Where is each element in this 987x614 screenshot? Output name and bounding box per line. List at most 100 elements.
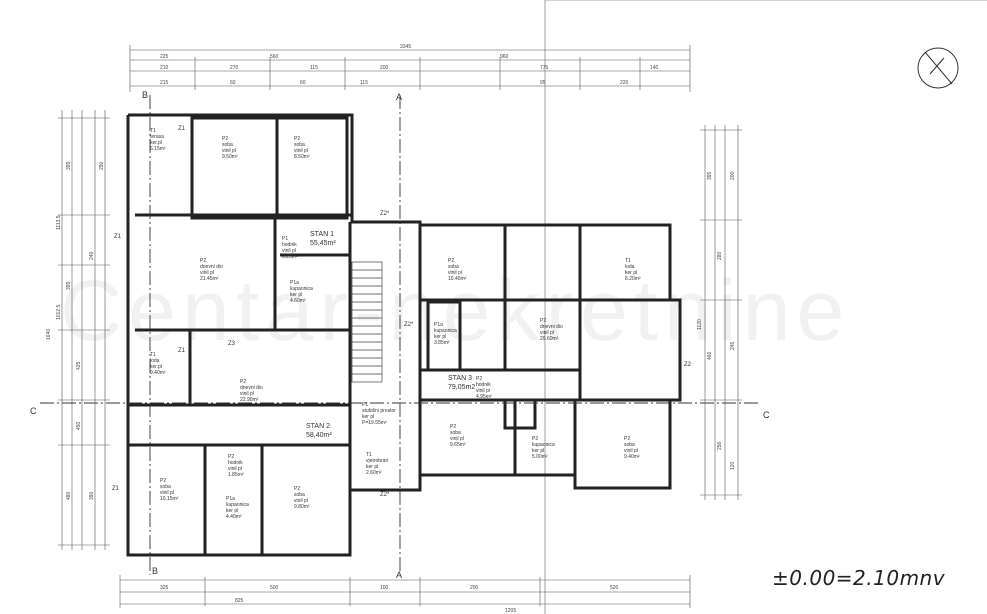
room-label-line: P=19.55m²	[362, 420, 387, 426]
wall-label: Z1	[112, 486, 120, 492]
room-label-line: 10.15m²	[160, 496, 179, 502]
dimension-value: 210	[160, 65, 169, 71]
section-mark-b-bottom: B	[152, 566, 158, 576]
room-label-line: vinil pl	[448, 270, 462, 276]
room-label-line: ker pl	[625, 270, 637, 276]
dimension-value: 460	[707, 351, 713, 360]
room-label-line: 9.65m²	[450, 442, 466, 448]
dimension-value: 395	[66, 281, 72, 290]
apartment-label-stan-2: STAN 2 58,40m²	[306, 423, 332, 439]
room-label-line: 4.40m²	[226, 514, 242, 520]
room-label-line: ker pl	[532, 448, 544, 454]
dimension-value: 95	[540, 80, 546, 86]
dimension-value: 270	[230, 65, 239, 71]
room-label-line: T1	[150, 352, 156, 358]
room-label-line: vinil pl	[200, 270, 214, 276]
room-label-line: 4.60m²	[290, 298, 306, 304]
room-label-line: soba	[160, 484, 171, 490]
room-label-line: vinil pl	[240, 391, 254, 397]
wall-label: Z2*	[404, 322, 414, 328]
north-arrow-icon	[917, 47, 959, 89]
dimension-lines-left	[58, 110, 110, 550]
room-label-line: 21.45m²	[200, 276, 219, 282]
room-label-line: soba	[450, 430, 461, 436]
room-label-line: P1a	[226, 496, 235, 502]
room-label-line: vjetrobran	[366, 458, 388, 464]
room-label-line: 8.50m²	[294, 154, 310, 160]
dimension-text-top: 3345 225 560 960 210 270 115 200 775 140…	[160, 44, 659, 86]
dimension-value: 100	[380, 585, 389, 591]
room-label-line: 8.20m²	[625, 276, 641, 282]
dimension-value: 1120	[697, 319, 703, 330]
room-label-line: hodnik	[476, 382, 491, 388]
apartment-area: 58,40m²	[306, 432, 332, 439]
room-label-line: dnevni dio	[200, 264, 223, 270]
room-label-line: 9.50m²	[222, 154, 238, 160]
dimension-value: 200	[730, 171, 736, 180]
room-label-line: P2	[294, 136, 300, 142]
dimension-value: 1205	[505, 608, 516, 614]
room-label-line: vinil pl	[222, 148, 236, 154]
room-label-line: P2	[160, 478, 166, 484]
dimension-value: 280	[717, 251, 723, 260]
room-label-line: P2	[624, 436, 630, 442]
dimension-value: 60	[300, 80, 306, 86]
room-label-line: terasa	[150, 134, 164, 140]
room-label-line: soba	[448, 264, 459, 270]
room-label-line: 10.40m²	[448, 276, 467, 282]
room-label-line: kupaonica	[290, 286, 313, 292]
room-label-line: hodnik	[228, 460, 243, 466]
room-label-line: vinil pl	[450, 436, 464, 442]
room-label-line: T1	[366, 452, 372, 458]
wall-label: Z2*	[380, 492, 390, 498]
room-label-line: vinil pl	[294, 498, 308, 504]
room-label-line: 9.40m²	[150, 370, 166, 376]
room-label-line: ker pl	[362, 414, 374, 420]
apartment-label-stan-1: STAN 1 55,45m²	[310, 231, 336, 247]
dimension-value: 60	[230, 80, 236, 86]
apartment-label-stan-3: STAN 3 79,05m2	[448, 375, 475, 391]
room-label-line: 6.15m²	[150, 146, 166, 152]
room-label-line: 29.60m²	[540, 336, 559, 342]
room-label-line: P2	[228, 454, 234, 460]
dimension-value: 225	[160, 54, 169, 60]
room-label-line: 1.85m²	[228, 472, 244, 478]
room-label-line: P2	[222, 136, 228, 142]
dimension-value: 560	[270, 54, 279, 60]
dimension-text-bottom: 325 500 100 200 520 825 1205	[160, 585, 619, 614]
dimension-value: 3345	[400, 44, 411, 50]
dimension-value: 115	[360, 80, 368, 86]
room-label-line: dnevni dio	[240, 385, 263, 391]
section-mark-b-top: B	[142, 90, 148, 100]
dimension-value: 500	[270, 585, 279, 591]
dimension-value: 775	[540, 65, 549, 71]
wall-label: Z1	[178, 348, 186, 354]
room-label-line: P2	[448, 258, 454, 264]
dimension-value: 215	[160, 80, 169, 86]
dimension-value: 960	[500, 54, 509, 60]
wall-label: Z2	[684, 362, 692, 368]
room-label-line: P2	[294, 486, 300, 492]
dimension-value: 120	[730, 461, 736, 470]
section-mark-b: B	[152, 566, 158, 576]
apartment-name: STAN 1	[310, 231, 334, 238]
apartment-name: STAN 3	[448, 375, 472, 382]
room-label-line: 3.85m²	[434, 340, 450, 346]
section-mark-a: A	[396, 570, 402, 580]
dimension-value: 1640	[46, 329, 52, 340]
